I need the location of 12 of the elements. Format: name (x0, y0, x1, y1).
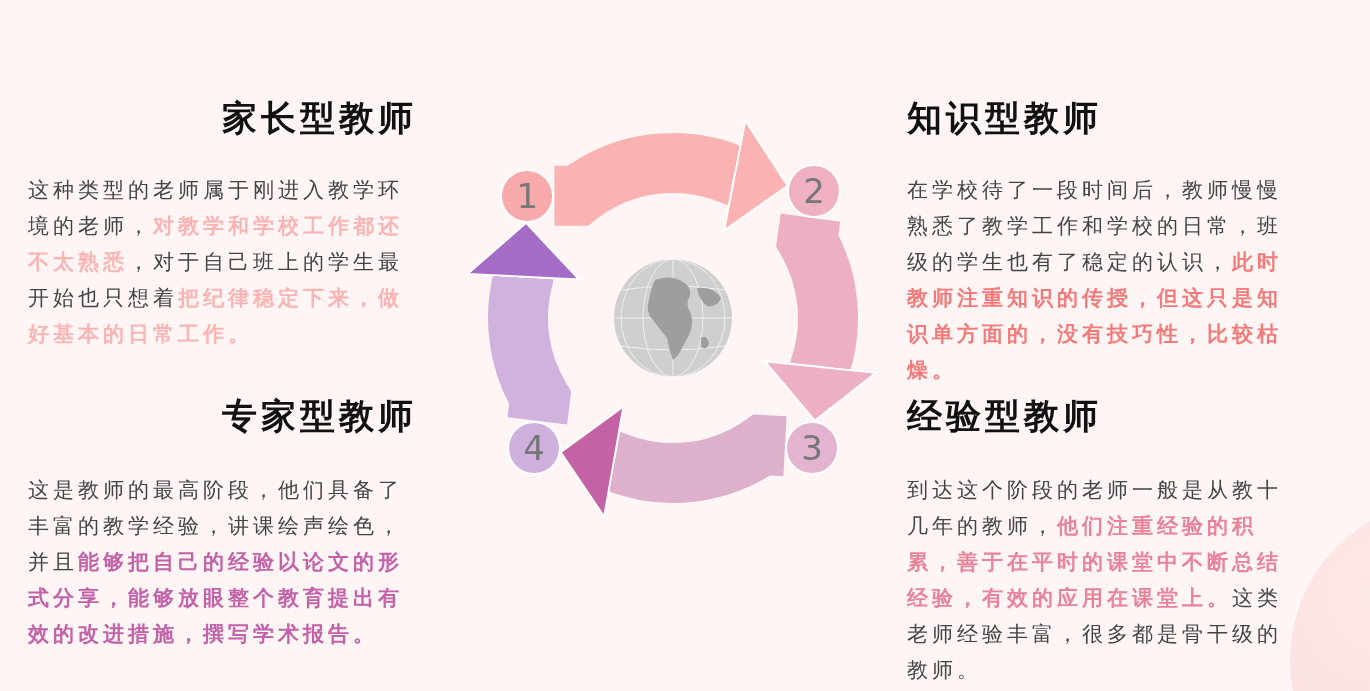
stage-description: 这种类型的老师属于刚进入教学环境的老师，对教学和学校工作都还不太熟悉，对于自己班上的学生最开始也只想着把纪律稳定下来，做好基本的日常工作。 (28, 177, 404, 348)
stage-heading: 经验型教师 (907, 395, 1103, 438)
stage-heading: 知识型教师 (907, 97, 1103, 140)
step-circle: 4 (507, 420, 562, 475)
step-circle: 2 (787, 163, 842, 218)
stage-description: 到达这个阶段的老师一般是从教十几年的教师，他们注重经验的积累，善于在平时的课堂中不断总结经验，有效的应用在课堂上。这类老师经验丰富，很多都是骨干级的教师。 (907, 477, 1283, 684)
step-circle: 1 (500, 168, 555, 223)
stage-heading: 家长型教师 (221, 97, 417, 140)
stage-description: 在学校待了一段时间后，教师慢慢熟悉了教学工作和学校的日常，班级的学生也有了稳定的认识，此时教师注重知识的传授，但这只是知识单方面的，没有技巧性，比较枯燥。 (907, 177, 1283, 384)
stage-heading: 专家型教师 (221, 395, 417, 438)
step-circle: 3 (784, 420, 839, 475)
stage-description: 这是教师的最高阶段，他们具备了丰富的教学经验，讲课绘声绘色，并且能够把自己的经验以论文的形式分享，能够放眼整个教育提出有效的改进措施，撰写学术报告。 (28, 477, 404, 648)
